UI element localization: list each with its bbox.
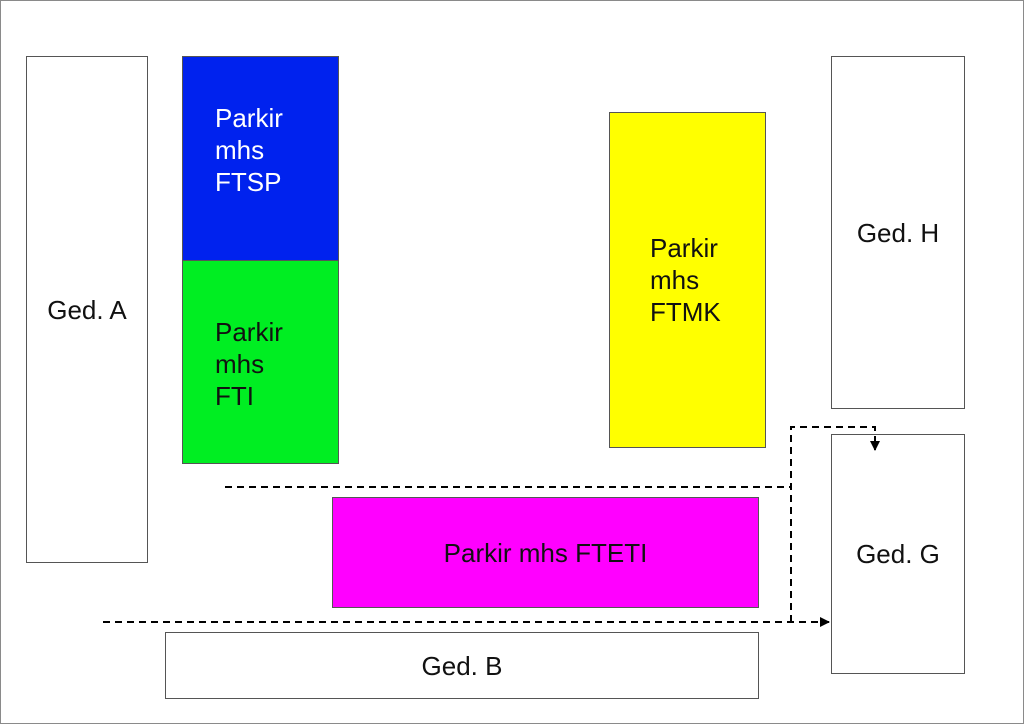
- building-ged-b: Ged. B: [165, 632, 759, 699]
- building-ged-a-label: Ged. A: [47, 294, 127, 325]
- building-ged-a: Ged. A: [26, 56, 148, 563]
- building-ged-h-label: Ged. H: [856, 217, 940, 248]
- parking-lot-fteti-label: Parkir mhs FTETI: [443, 537, 648, 568]
- parking-lot-fteti: Parkir mhs FTETI: [332, 497, 759, 608]
- parking-lot-ftsp-label: Parkir mhs FTSP: [215, 103, 283, 197]
- parking-lot-ftmk-label: Parkir mhs FTMK: [650, 233, 721, 327]
- parking-lot-fti-label: Parkir mhs FTI: [215, 317, 283, 411]
- building-ged-g: Ged. G: [831, 434, 965, 674]
- building-ged-b-label: Ged. B: [421, 650, 503, 681]
- parking-lot-fti: Parkir mhs FTI: [182, 260, 339, 464]
- building-ged-h: Ged. H: [831, 56, 965, 409]
- route-to-ged-g-top-arrow: [790, 426, 880, 622]
- parking-lot-ftmk: Parkir mhs FTMK: [609, 112, 766, 448]
- parking-lot-ftsp: Parkir mhs FTSP: [182, 56, 339, 261]
- building-ged-g-label: Ged. G: [856, 539, 940, 569]
